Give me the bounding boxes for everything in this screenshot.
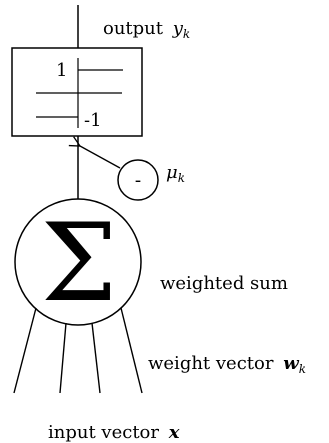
weighted-sum-label: weighted sum <box>160 273 288 294</box>
bias-sign: - <box>135 170 142 191</box>
threshold-box: 1 -1 <box>11 47 143 137</box>
input-edge-1 <box>13 307 37 394</box>
input-edge-3 <box>91 322 101 394</box>
threshold-upper-label: 1 <box>56 60 67 81</box>
summation-node <box>14 198 142 326</box>
input-edges <box>13 307 143 394</box>
sigma-symbol: Σ <box>41 201 117 326</box>
input-vector-label: input vector x <box>48 422 180 443</box>
weight-vector-label: weight vector wk <box>148 353 306 376</box>
input-edge-2 <box>59 322 67 394</box>
bias-node <box>117 159 159 201</box>
output-label: output yk <box>103 18 190 41</box>
threshold-lower-label: -1 <box>84 110 102 131</box>
bias-arrow <box>80 146 121 169</box>
input-edge-4 <box>120 307 143 394</box>
bias-label: μk <box>166 162 185 185</box>
